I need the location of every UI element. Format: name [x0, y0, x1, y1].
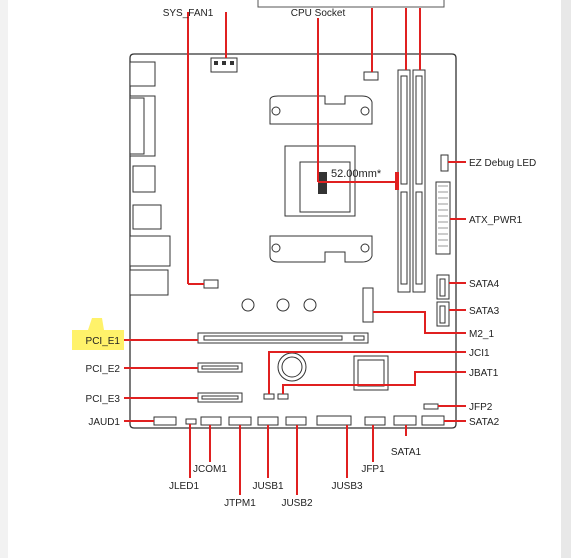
jfp2-part [423, 403, 439, 410]
label-pci-e1: PCI_E1 [86, 336, 121, 347]
page-edge-left [0, 0, 8, 558]
label-jusb1: JUSB1 [252, 481, 284, 492]
mount-hole [303, 298, 317, 312]
label-sata4: SATA4 [469, 279, 500, 290]
leader-lines [124, 8, 466, 495]
cpu-bracket-bottom [269, 235, 373, 263]
label-jfp2: JFP2 [469, 402, 493, 413]
label-pci-e2: PCI_E2 [86, 364, 121, 375]
label-jaud1: JAUD1 [88, 417, 120, 428]
label-jcom1: JCOM1 [193, 464, 227, 475]
page-edge [561, 0, 571, 558]
label-pci-e3: PCI_E3 [86, 394, 121, 405]
cpu-bracket-top [269, 95, 373, 125]
io-ports [129, 61, 171, 296]
label-sata3: SATA3 [469, 306, 500, 317]
label-cpu-socket: CPU Socket [291, 8, 346, 19]
label-jbat1: JBAT1 [469, 368, 499, 379]
cpu-fan-connector [363, 71, 379, 81]
atx-pwr1-part [435, 181, 451, 255]
sys-fan1-part [203, 279, 219, 289]
bottom-headers [153, 415, 445, 426]
label-jusb2: JUSB2 [281, 498, 313, 509]
label-jci1: JCI1 [469, 348, 490, 359]
jbat1-part [277, 393, 289, 400]
label-jled1: JLED1 [169, 481, 199, 492]
ez-debug-led-part [440, 154, 449, 172]
label-ez-debug-led: EZ Debug LED [469, 158, 536, 169]
dimm-slots [397, 69, 426, 293]
label-jtpm1: JTPM1 [224, 498, 256, 509]
label-jusb3: JUSB3 [331, 481, 363, 492]
label-dimension: 52.00mm* [331, 168, 382, 180]
header-box [257, 0, 445, 8]
label-sys-fan1-top: SYS_FAN1 [163, 8, 214, 19]
label-jfp1: JFP1 [361, 464, 385, 475]
jci1-part [263, 393, 275, 400]
label-m2-1: M2_1 [469, 329, 494, 340]
label-sata1: SATA1 [391, 447, 422, 458]
label-sata2: SATA2 [469, 417, 500, 428]
mount-hole [276, 298, 290, 312]
mount-hole [241, 298, 255, 312]
pci-e1-highlight [72, 318, 124, 350]
m2-1-part [362, 287, 374, 323]
label-atx-pwr1: ATX_PWR1 [469, 215, 523, 226]
